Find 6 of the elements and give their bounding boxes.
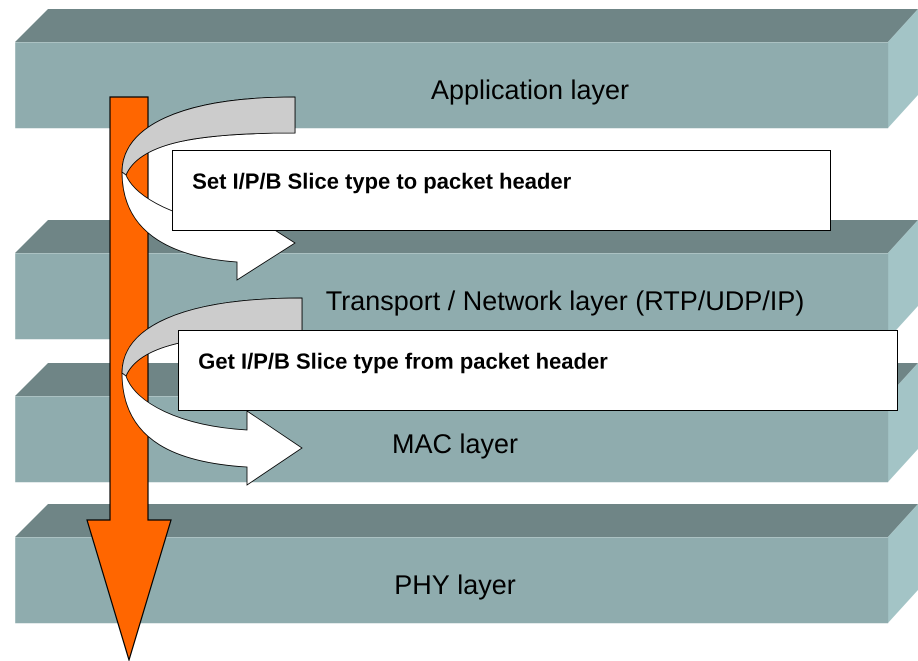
layer-slab: Application layer [15, 9, 918, 128]
curved-arrow [122, 298, 302, 486]
text-box: Set I/P/B Slice type to packet header [172, 150, 831, 231]
curved-arrow [122, 96, 296, 280]
layer-slab: PHY layer [15, 504, 918, 624]
text-box: Get I/P/B Slice type from packet header [178, 330, 898, 411]
